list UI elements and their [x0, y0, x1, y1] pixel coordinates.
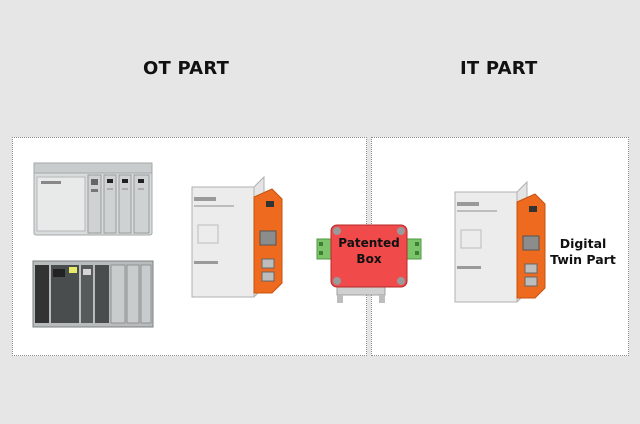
siemens-plc-rack-icon	[32, 260, 154, 328]
patented-box-label-line1: Patented	[338, 236, 400, 250]
it-part-heading: IT PART	[460, 58, 538, 79]
digital-twin-label-line1: Digital	[559, 236, 607, 251]
patented-box-label-line2: Box	[356, 252, 382, 266]
digital-twin-label-line2: Twin Part	[550, 252, 616, 267]
patented-box: Patented Box	[316, 224, 422, 307]
patented-box-label: Patented Box	[333, 225, 405, 277]
ot-part-heading: OT PART	[143, 58, 230, 79]
din-rail-edge-gateway-icon	[191, 175, 283, 298]
din-rail-edge-gateway-icon	[454, 180, 546, 303]
digital-twin-label: Digital Twin Part	[548, 236, 618, 268]
allen-bradley-plc-rack-icon	[33, 162, 153, 236]
patented-box-icon	[316, 224, 422, 303]
